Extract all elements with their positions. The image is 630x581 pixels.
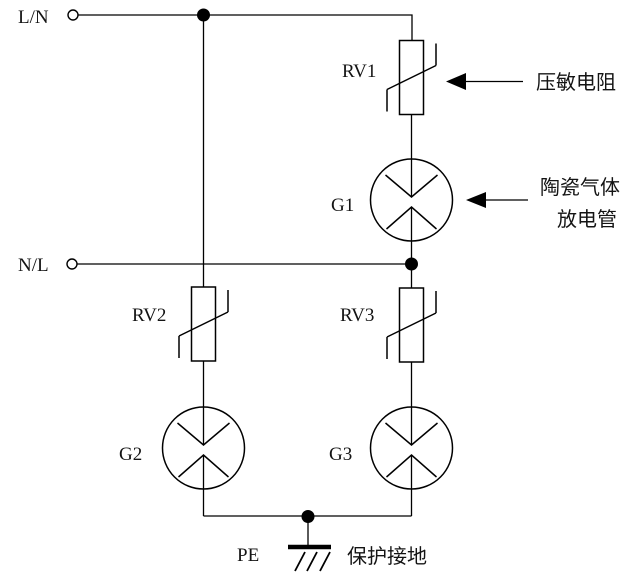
terminal-circle-ln bbox=[67, 9, 79, 21]
callout-label-varistor: 压敏电阻 bbox=[536, 71, 616, 94]
varistor-symbol-rv2 bbox=[178, 286, 229, 362]
component-label-rv1: RV1 bbox=[342, 61, 376, 82]
terminal-circle-nl bbox=[66, 258, 78, 270]
ground-name-label: 保护接地 bbox=[347, 545, 427, 568]
wire-layer bbox=[77, 14, 528, 545]
component-label-rv2: RV2 bbox=[132, 305, 166, 326]
callout-label-gdt-line1: 陶瓷气体 bbox=[540, 176, 620, 199]
ground-terminal-label-pe: PE bbox=[237, 545, 259, 566]
varistor-symbol-rv3 bbox=[386, 287, 437, 363]
terminal-label-nl: N/L bbox=[18, 255, 49, 276]
junction-dot-top bbox=[197, 8, 210, 22]
component-label-g2: G2 bbox=[119, 444, 142, 465]
component-label-g1: G1 bbox=[331, 195, 354, 216]
arrow-left-icon-gdt bbox=[466, 192, 486, 208]
earth-ground-icon bbox=[288, 544, 331, 572]
component-label-rv3: RV3 bbox=[340, 305, 374, 326]
wire-top-rail bbox=[78, 14, 413, 41]
terminal-label-ln: L/N bbox=[18, 7, 49, 28]
junction-dot-ground bbox=[301, 510, 315, 523]
arrow-left-icon-varistor bbox=[446, 73, 466, 90]
varistor-symbol-rv1 bbox=[386, 39, 437, 116]
component-label-g3: G3 bbox=[329, 444, 352, 465]
callout-label-gdt-line2: 放电管 bbox=[557, 208, 617, 231]
junction-dot-middle bbox=[405, 257, 418, 271]
